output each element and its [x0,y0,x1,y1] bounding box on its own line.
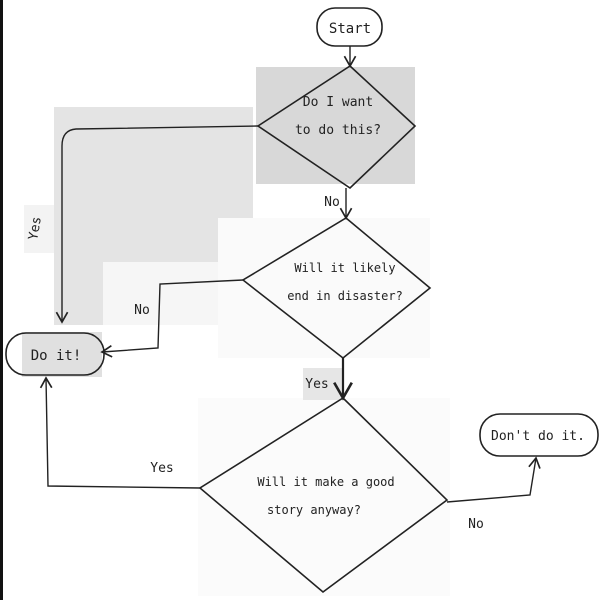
do-it-label: Do it! [31,348,82,364]
dont-do-it-label: Don't do it. [491,429,585,444]
edge-label-disaster-no: No [134,303,150,318]
decision-want-line2: to do this? [295,123,381,138]
edge-label-want-no: No [324,195,340,210]
edge-disaster-no [100,279,244,358]
decision-want-line1: Do I want [303,95,373,110]
edge-label-story-no: No [468,517,484,532]
edge-story-yes [39,376,201,489]
decision-want-to-do [256,64,417,190]
edge-want-yes [55,125,259,324]
edge-label-disaster-yes: Yes [305,377,328,392]
edge-label-want-yes: Yes [26,216,45,242]
highlight-panel-doit [22,332,102,377]
highlight-panel-left-inner [103,262,238,325]
highlight-panel-bottom [198,398,450,596]
decision-story-line2: story anyway? [267,503,361,517]
edge-label-story-yes: Yes [150,461,173,476]
decision-good-story [198,396,449,594]
decision-disaster-line1: Will it likely [294,261,395,275]
start-label: Start [329,21,371,37]
edge-story-no [446,456,541,503]
decision-disaster-line2: end in disaster? [287,289,403,303]
dont-do-it-node [479,413,599,457]
do-it-node [5,332,105,376]
highlight-panel-yes-label [24,205,54,253]
highlight-panel-top [256,67,415,184]
decision-story-line1: Will it make a good [257,475,394,489]
left-edge-bar [0,0,3,600]
highlight-panel-mid [218,218,430,358]
